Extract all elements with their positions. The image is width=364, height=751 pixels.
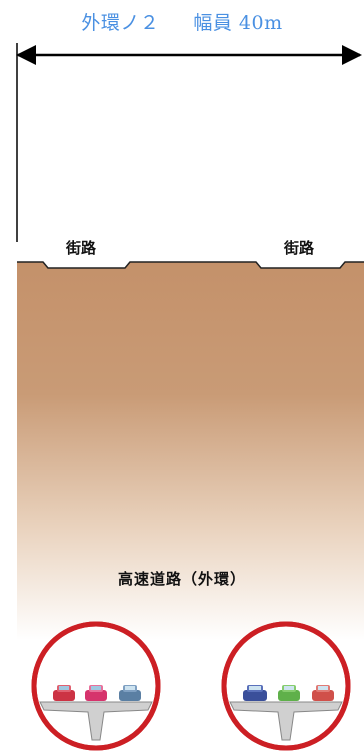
car [312,685,334,701]
street-label-right: 街路 [284,239,315,257]
car [278,685,300,701]
car [53,685,75,701]
right-tunnel [221,621,351,751]
soil-section [17,262,364,640]
road-deck [39,701,153,741]
car [243,685,267,701]
left-tunnel [31,621,161,751]
width-label: 幅員 40m [193,12,283,34]
car [85,685,107,701]
ground-surface-line [17,261,364,269]
road-deck [229,701,343,741]
expressway-label: 高速道路（外環） [117,570,246,588]
car [119,685,141,701]
diagram-title: 外環ノ２ 幅員 40m [0,8,364,35]
route-name: 外環ノ２ [81,12,160,34]
street-label-left: 街路 [66,239,97,257]
